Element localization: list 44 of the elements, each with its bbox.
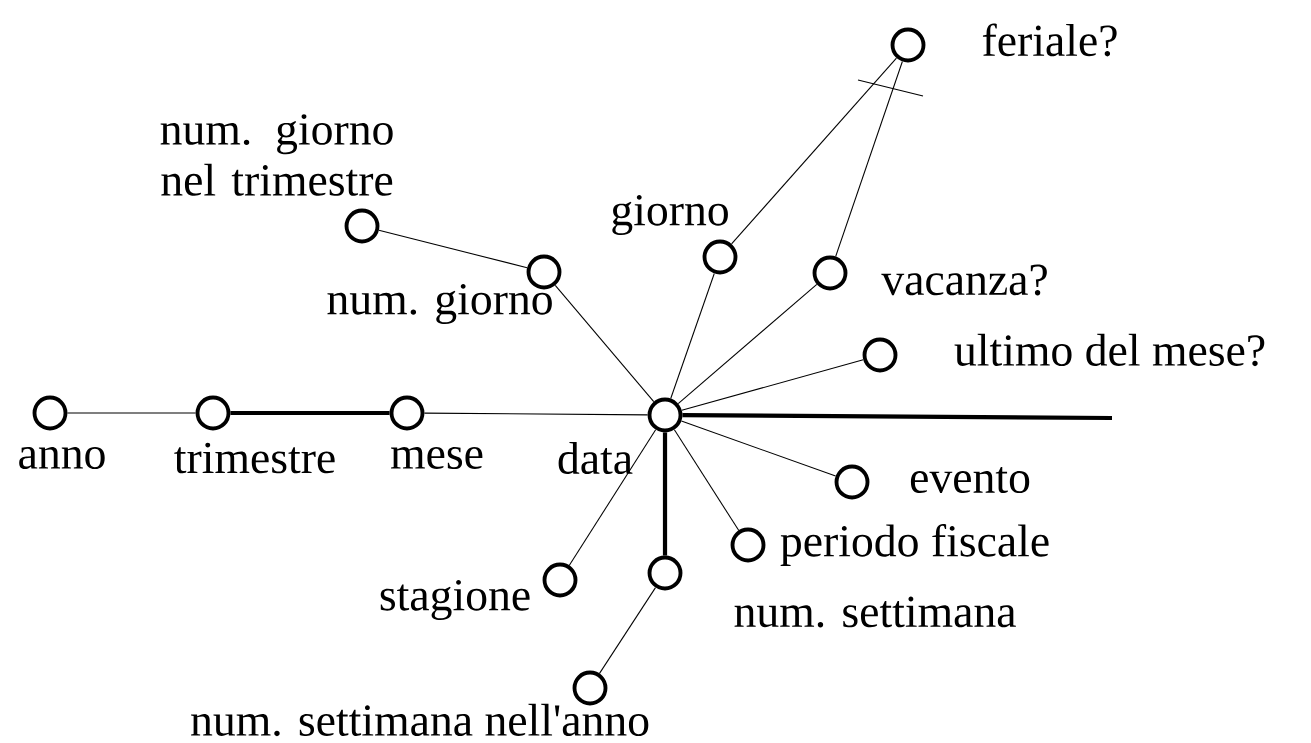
connector-line bbox=[680, 420, 837, 477]
attribute-circle bbox=[890, 27, 926, 63]
attribute-label: num. giorno bbox=[327, 283, 552, 325]
attribute-label: stagione bbox=[380, 579, 530, 621]
connector-line bbox=[568, 429, 657, 566]
attribute-label: data bbox=[558, 441, 633, 475]
connector-line bbox=[66, 412, 197, 414]
attribute-circle bbox=[542, 562, 578, 598]
connector-line bbox=[681, 359, 864, 411]
attribute-circle bbox=[344, 208, 380, 244]
attribute-label: num. giorno nel trimestre bbox=[160, 114, 393, 196]
attribute-circle bbox=[389, 395, 425, 431]
attribute-label: evento bbox=[910, 466, 1030, 494]
attribute-circle bbox=[647, 397, 683, 433]
thick-line bbox=[662, 432, 668, 556]
attribute-label: vacanza? bbox=[881, 264, 1047, 296]
attribute-label: ultimo del mese? bbox=[954, 333, 1265, 367]
attribute-label: mese bbox=[391, 447, 483, 469]
connector-line bbox=[554, 284, 655, 403]
attribute-label: periodo fiscale bbox=[780, 524, 1049, 566]
thick-line bbox=[230, 410, 390, 416]
thick-line bbox=[682, 413, 1113, 421]
connector-line bbox=[378, 229, 528, 269]
attribute-label: anno bbox=[19, 447, 105, 469]
attribute-circle bbox=[730, 527, 766, 563]
attribute-circle bbox=[647, 555, 683, 591]
attribute-circle bbox=[702, 239, 738, 275]
connector-line bbox=[677, 283, 818, 405]
connector-line bbox=[731, 57, 897, 245]
connector-line bbox=[423, 412, 649, 416]
attribute-label: giorno bbox=[612, 194, 728, 236]
attribute-circle bbox=[834, 464, 870, 500]
attribute-label: feriale? bbox=[982, 23, 1117, 57]
attribute-label: num. settimana nell'anno bbox=[191, 703, 649, 737]
connector-line bbox=[673, 429, 740, 531]
attribute-circle bbox=[862, 337, 898, 373]
connector-line bbox=[835, 60, 903, 258]
attribute-circle bbox=[195, 395, 231, 431]
attribute-circle bbox=[32, 395, 68, 431]
connector-line bbox=[599, 587, 656, 674]
attribute-label: num. settimana bbox=[734, 596, 1016, 628]
attribute-label: trimestre bbox=[174, 442, 335, 474]
attribute-circle bbox=[812, 255, 848, 291]
connector-line bbox=[670, 272, 715, 400]
